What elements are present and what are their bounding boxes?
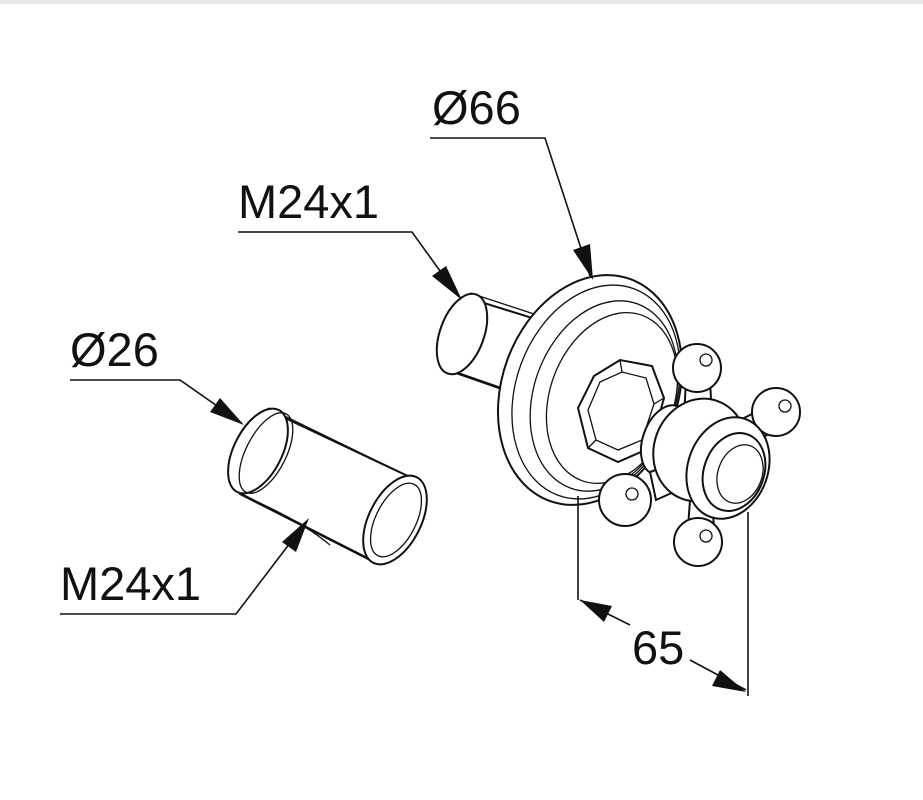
dimension-diameter-left: Ø26 xyxy=(70,323,244,425)
label-diameter-top: Ø66 xyxy=(432,81,521,134)
label-diameter-left: Ø26 xyxy=(70,323,159,376)
valve-assembly xyxy=(435,274,801,567)
dimension-thread-top: M24x1 xyxy=(238,175,462,300)
label-thread-bottom: M24x1 xyxy=(60,557,201,610)
dimension-thread-bottom: M24x1 xyxy=(60,518,309,615)
dimension-depth: 65 xyxy=(577,496,749,696)
dimension-diameter-top: Ø66 xyxy=(430,81,593,280)
extension-sleeve xyxy=(227,407,428,566)
top-border xyxy=(0,0,923,4)
label-depth: 65 xyxy=(632,621,684,674)
label-thread-top: M24x1 xyxy=(238,175,379,228)
